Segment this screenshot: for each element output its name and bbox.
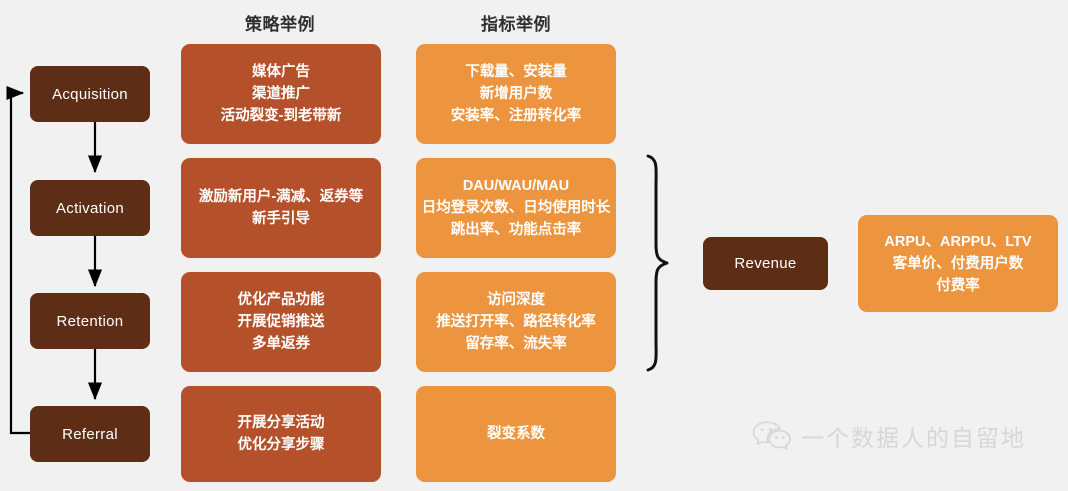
metric-line: 安装率、注册转化率 [450,108,582,124]
metric-line: 留存率、流失率 [465,336,567,352]
metric-line: 日均登录次数、日均使用时长 [421,200,611,216]
stage-box-activation[interactable]: Activation [30,180,150,236]
strategy-box-activation[interactable]: 激励新用户-满减、返券等 新手引导 [181,158,381,258]
strategy-box-acquisition[interactable]: 媒体广告 渠道推广 活动裂变-到老带新 [181,44,381,144]
wechat-icon [752,421,791,450]
metric-box-activation[interactable]: DAU/WAU/MAU 日均登录次数、日均使用时长 跳出率、功能点击率 [416,158,616,258]
watermark: 一个数据人的自留地 [752,419,1026,453]
stage-label: Referral [62,425,118,443]
metric-line: 客单价、付费用户数 [892,255,1024,272]
stage-box-acquisition[interactable]: Acquisition [30,66,150,122]
metric-box-retention[interactable]: 访问深度 推送打开率、路径转化率 留存率、流失率 [416,272,616,372]
strategy-line: 活动裂变-到老带新 [220,108,342,124]
metric-line: 推送打开率、路径转化率 [436,314,596,330]
metric-box-acquisition[interactable]: 下载量、安装量 新增用户数 安装率、注册转化率 [416,44,616,144]
stage-box-retention[interactable]: Retention [30,293,150,349]
metric-box-revenue[interactable]: ARPU、ARPPU、LTV 客单价、付费用户数 付费率 [858,215,1058,312]
metric-line: ARPU、ARPPU、LTV [884,233,1032,250]
metric-box-referral[interactable]: 裂变系数 [416,386,616,482]
strategy-line: 开展促销推送 [237,314,325,330]
metric-line: 下载量、安装量 [465,64,567,80]
watermark-text: 一个数据人的自留地 [801,426,1026,452]
strategy-line: 渠道推广 [252,86,310,102]
stage-label: Retention [56,312,124,330]
strategy-box-retention[interactable]: 优化产品功能 开展促销推送 多单返券 [181,272,381,372]
strategy-line: 媒体广告 [252,64,310,80]
grouping-brace [646,154,669,372]
strategy-box-referral[interactable]: 开展分享活动 优化分享步骤 [181,386,381,482]
metric-line: DAU/WAU/MAU [462,178,570,194]
strategy-line: 优化分享步骤 [237,437,325,453]
metric-line: 访问深度 [487,292,545,308]
strategy-line: 开展分享活动 [237,415,325,431]
stage-label: Acquisition [52,85,128,103]
metric-line: 跳出率、功能点击率 [450,222,582,238]
strategy-line: 激励新用户-满减、返券等 [198,189,364,205]
metric-line: 裂变系数 [487,426,545,442]
stage-label: Activation [55,199,125,217]
metric-line: 付费率 [936,277,980,294]
column-heading-metric: 指标举例 [481,15,551,34]
strategy-line: 新手引导 [252,211,310,227]
stage-box-revenue[interactable]: Revenue [703,237,828,290]
strategy-line: 优化产品功能 [237,292,325,308]
stage-label: Revenue [734,255,797,272]
strategy-line: 多单返券 [252,336,310,352]
column-heading-strategy: 策略举例 [245,15,315,34]
stage-box-referral[interactable]: Referral [30,406,150,462]
metric-line: 新增用户数 [479,86,553,102]
